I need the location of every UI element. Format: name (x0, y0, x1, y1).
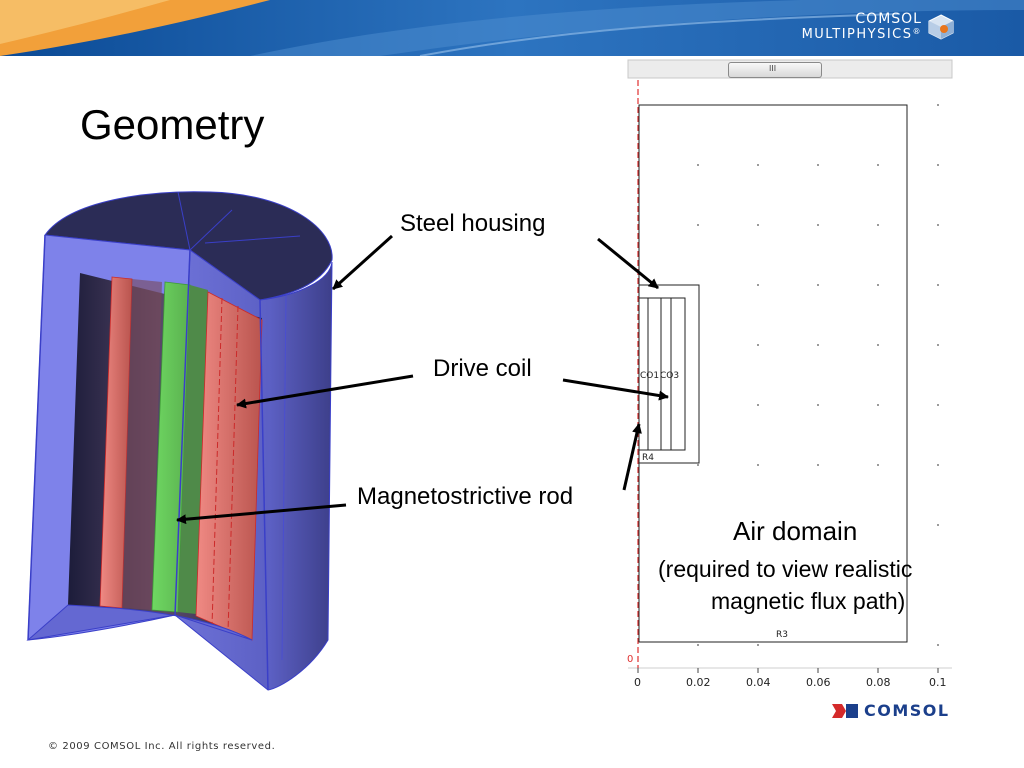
x-tick-01: 0.1 (929, 676, 947, 689)
horizontal-scrollbar-thumb[interactable]: III (728, 62, 822, 78)
arrow-rod-2d (622, 423, 642, 491)
logo-line1: COMSOL (855, 11, 922, 27)
x-tick-002: 0.02 (686, 676, 711, 689)
label-air-domain: Air domain (733, 516, 858, 546)
housing-3d-model (26, 191, 333, 691)
header-banner: COMSOL MULTIPHYSICS® (0, 0, 1024, 56)
label-air-note-line1: (required to view realistic (658, 556, 913, 582)
x-tick-0: 0 (634, 676, 641, 689)
label-magnetostrictive-rod: Magnetostrictive rod (357, 483, 574, 510)
comsol-footer-text: COMSOL (864, 701, 950, 720)
arrow-coil-2d (562, 378, 669, 401)
annotation-arrows (176, 234, 669, 525)
slide-title: Geometry (80, 101, 265, 148)
logo-line2: MULTIPHYSICS® (801, 27, 922, 42)
label-air-note-line2: magnetic flux path) (711, 588, 906, 614)
comsol-mark-icon (832, 704, 858, 718)
geometry-2d-view: CO1 CO3 R4 R3 0 (627, 59, 953, 698)
label-drive-coil: Drive coil (433, 355, 532, 382)
x-tick-006: 0.06 (806, 676, 831, 689)
domain-label-r4: R4 (642, 453, 654, 463)
banner-graphic (0, 0, 1024, 56)
arrow-coil-3d (236, 374, 414, 409)
arrow-housing-2d (597, 237, 659, 290)
x-tick-008: 0.08 (866, 676, 891, 689)
comsol-multiphysics-logo: COMSOL MULTIPHYSICS® (802, 12, 922, 41)
domain-label-co3: CO3 (660, 371, 679, 381)
axis-edge-mark: 0 (627, 654, 633, 665)
x-tick-004: 0.04 (746, 676, 771, 689)
scrollbar-grip: III (769, 64, 777, 73)
arrow-housing-3d (331, 234, 394, 291)
domain-label-r3: R3 (776, 630, 788, 640)
copyright-notice: © 2009 COMSOL Inc. All rights reserved. (48, 741, 276, 752)
cube-logo-icon (928, 14, 954, 40)
label-steel-housing: Steel housing (400, 210, 546, 237)
arrow-rod-3d (176, 503, 347, 525)
domain-label-co1: CO1 (640, 371, 659, 381)
grid-dots (697, 104, 939, 646)
